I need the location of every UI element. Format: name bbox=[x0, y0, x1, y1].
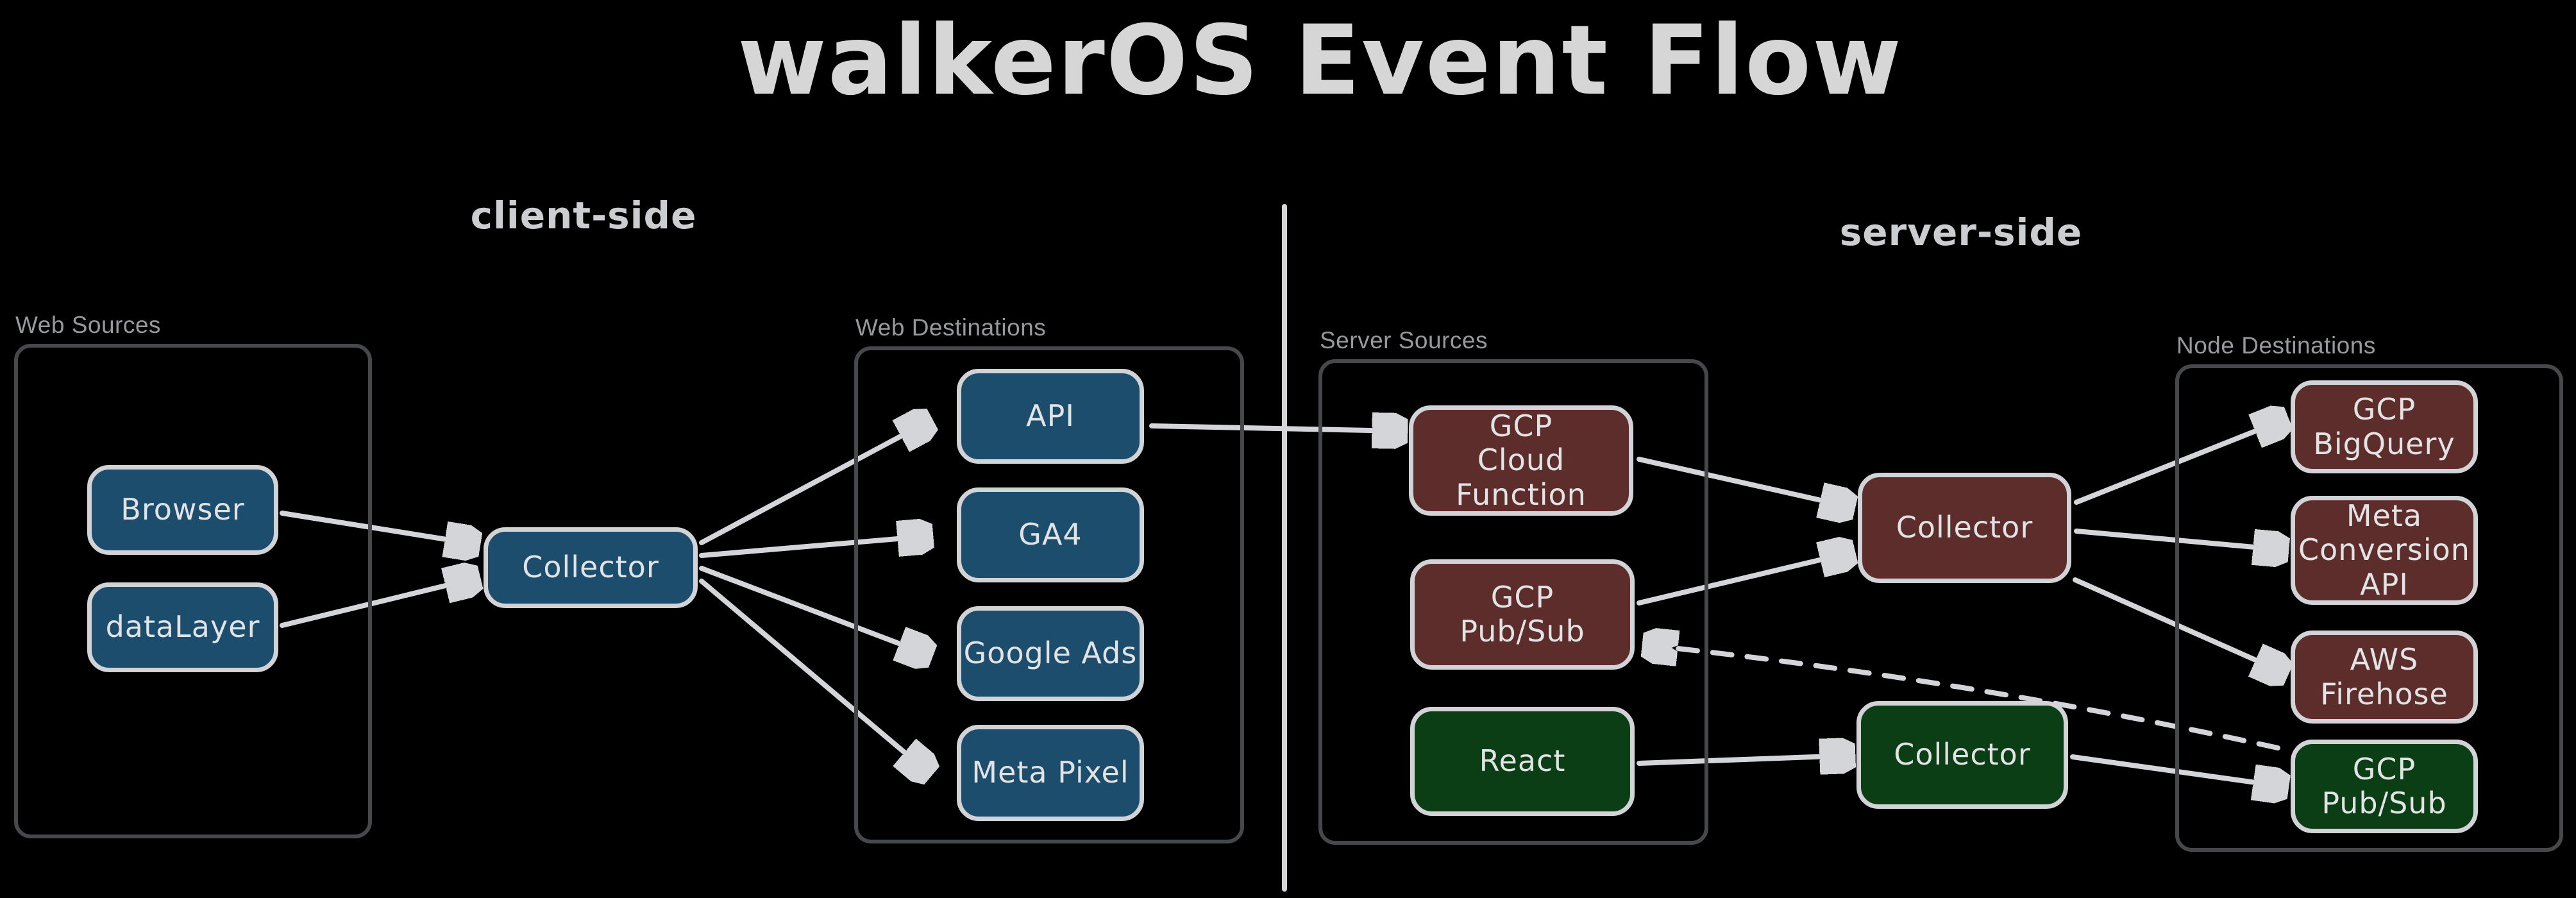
node-gcp-bigquery: GCP BigQuery bbox=[2291, 380, 2478, 473]
node-react: React bbox=[1410, 707, 1635, 816]
group-node-destinations bbox=[2175, 364, 2563, 852]
node-api: API bbox=[957, 369, 1144, 464]
group-server-sources bbox=[1318, 359, 1708, 845]
server-side-section-label: server-side bbox=[1839, 210, 2083, 254]
group-label-server-sources: Server Sources bbox=[1320, 327, 1488, 353]
node-gcp-pubsub-source: GCP Pub/Sub bbox=[1410, 559, 1635, 670]
node-google-ads: Google Ads bbox=[957, 606, 1144, 701]
node-meta-pixel: Meta Pixel bbox=[957, 725, 1144, 821]
node-datalayer: dataLayer bbox=[87, 582, 278, 672]
node-gcp-pubsub-dest: GCP Pub/Sub bbox=[2291, 740, 2478, 833]
node-gcp-cloud-function: GCP Cloud Function bbox=[1409, 405, 1633, 516]
diagram-title: walkerOS Event Flow bbox=[737, 5, 1903, 117]
node-ga4: GA4 bbox=[957, 487, 1144, 582]
node-collector-node: Collector bbox=[1856, 701, 2068, 809]
node-aws-firehose: AWS Firehose bbox=[2291, 631, 2478, 724]
client-side-section-label: client-side bbox=[470, 194, 697, 237]
group-web-destinations bbox=[854, 346, 1244, 843]
node-collector-web: Collector bbox=[484, 527, 698, 608]
group-label-node-destinations: Node Destinations bbox=[2176, 332, 2376, 359]
group-label-web-destinations: Web Destinations bbox=[855, 314, 1047, 341]
group-label-web-sources: Web Sources bbox=[15, 312, 161, 338]
node-collector-server: Collector bbox=[1858, 473, 2071, 583]
node-meta-conversion-api: Meta Conversion API bbox=[2291, 496, 2478, 605]
group-web-sources bbox=[14, 344, 372, 838]
node-browser: Browser bbox=[87, 465, 278, 555]
